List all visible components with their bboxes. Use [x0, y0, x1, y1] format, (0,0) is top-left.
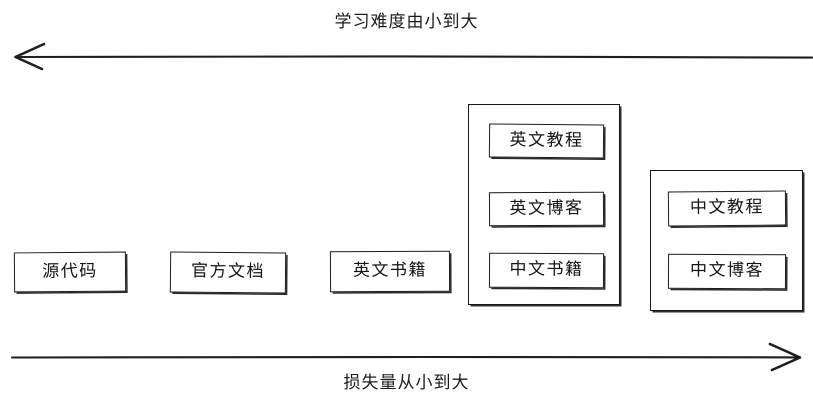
arrow-right-icon [10, 342, 802, 372]
item-box-label: 中文书籍 [509, 259, 584, 280]
item-box-english-blog[interactable]: 英文博客 [488, 191, 605, 227]
bottom-axis-label: 损失量从小到大 [343, 373, 470, 393]
item-box-label: 源代码 [42, 260, 98, 282]
item-box-english-books[interactable]: 英文书籍 [329, 250, 451, 293]
item-box-label: 英文书籍 [352, 260, 428, 281]
item-box-chinese-tutorial[interactable]: 中文教程 [667, 190, 787, 227]
item-box-label: 英文博客 [509, 197, 584, 219]
item-box-english-tutorial[interactable]: 英文教程 [488, 123, 605, 159]
item-box-label: 官方文档 [190, 261, 266, 282]
arrow-left-icon [14, 42, 813, 71]
item-box-label: 中文博客 [689, 260, 765, 281]
group-chinese: 中文教程 中文博客 [650, 170, 803, 311]
item-box-label: 英文教程 [509, 129, 584, 151]
item-box-label: 中文教程 [689, 197, 765, 218]
group-english: 英文教程 英文博客 中文书籍 [468, 104, 620, 305]
item-box-chinese-blog[interactable]: 中文博客 [667, 253, 787, 290]
item-box-chinese-books[interactable]: 中文书籍 [488, 252, 605, 289]
item-box-source-code[interactable]: 源代码 [13, 251, 127, 293]
item-box-official-docs[interactable]: 官方文档 [169, 251, 287, 294]
top-axis-label: 学习难度由小到大 [334, 12, 479, 32]
